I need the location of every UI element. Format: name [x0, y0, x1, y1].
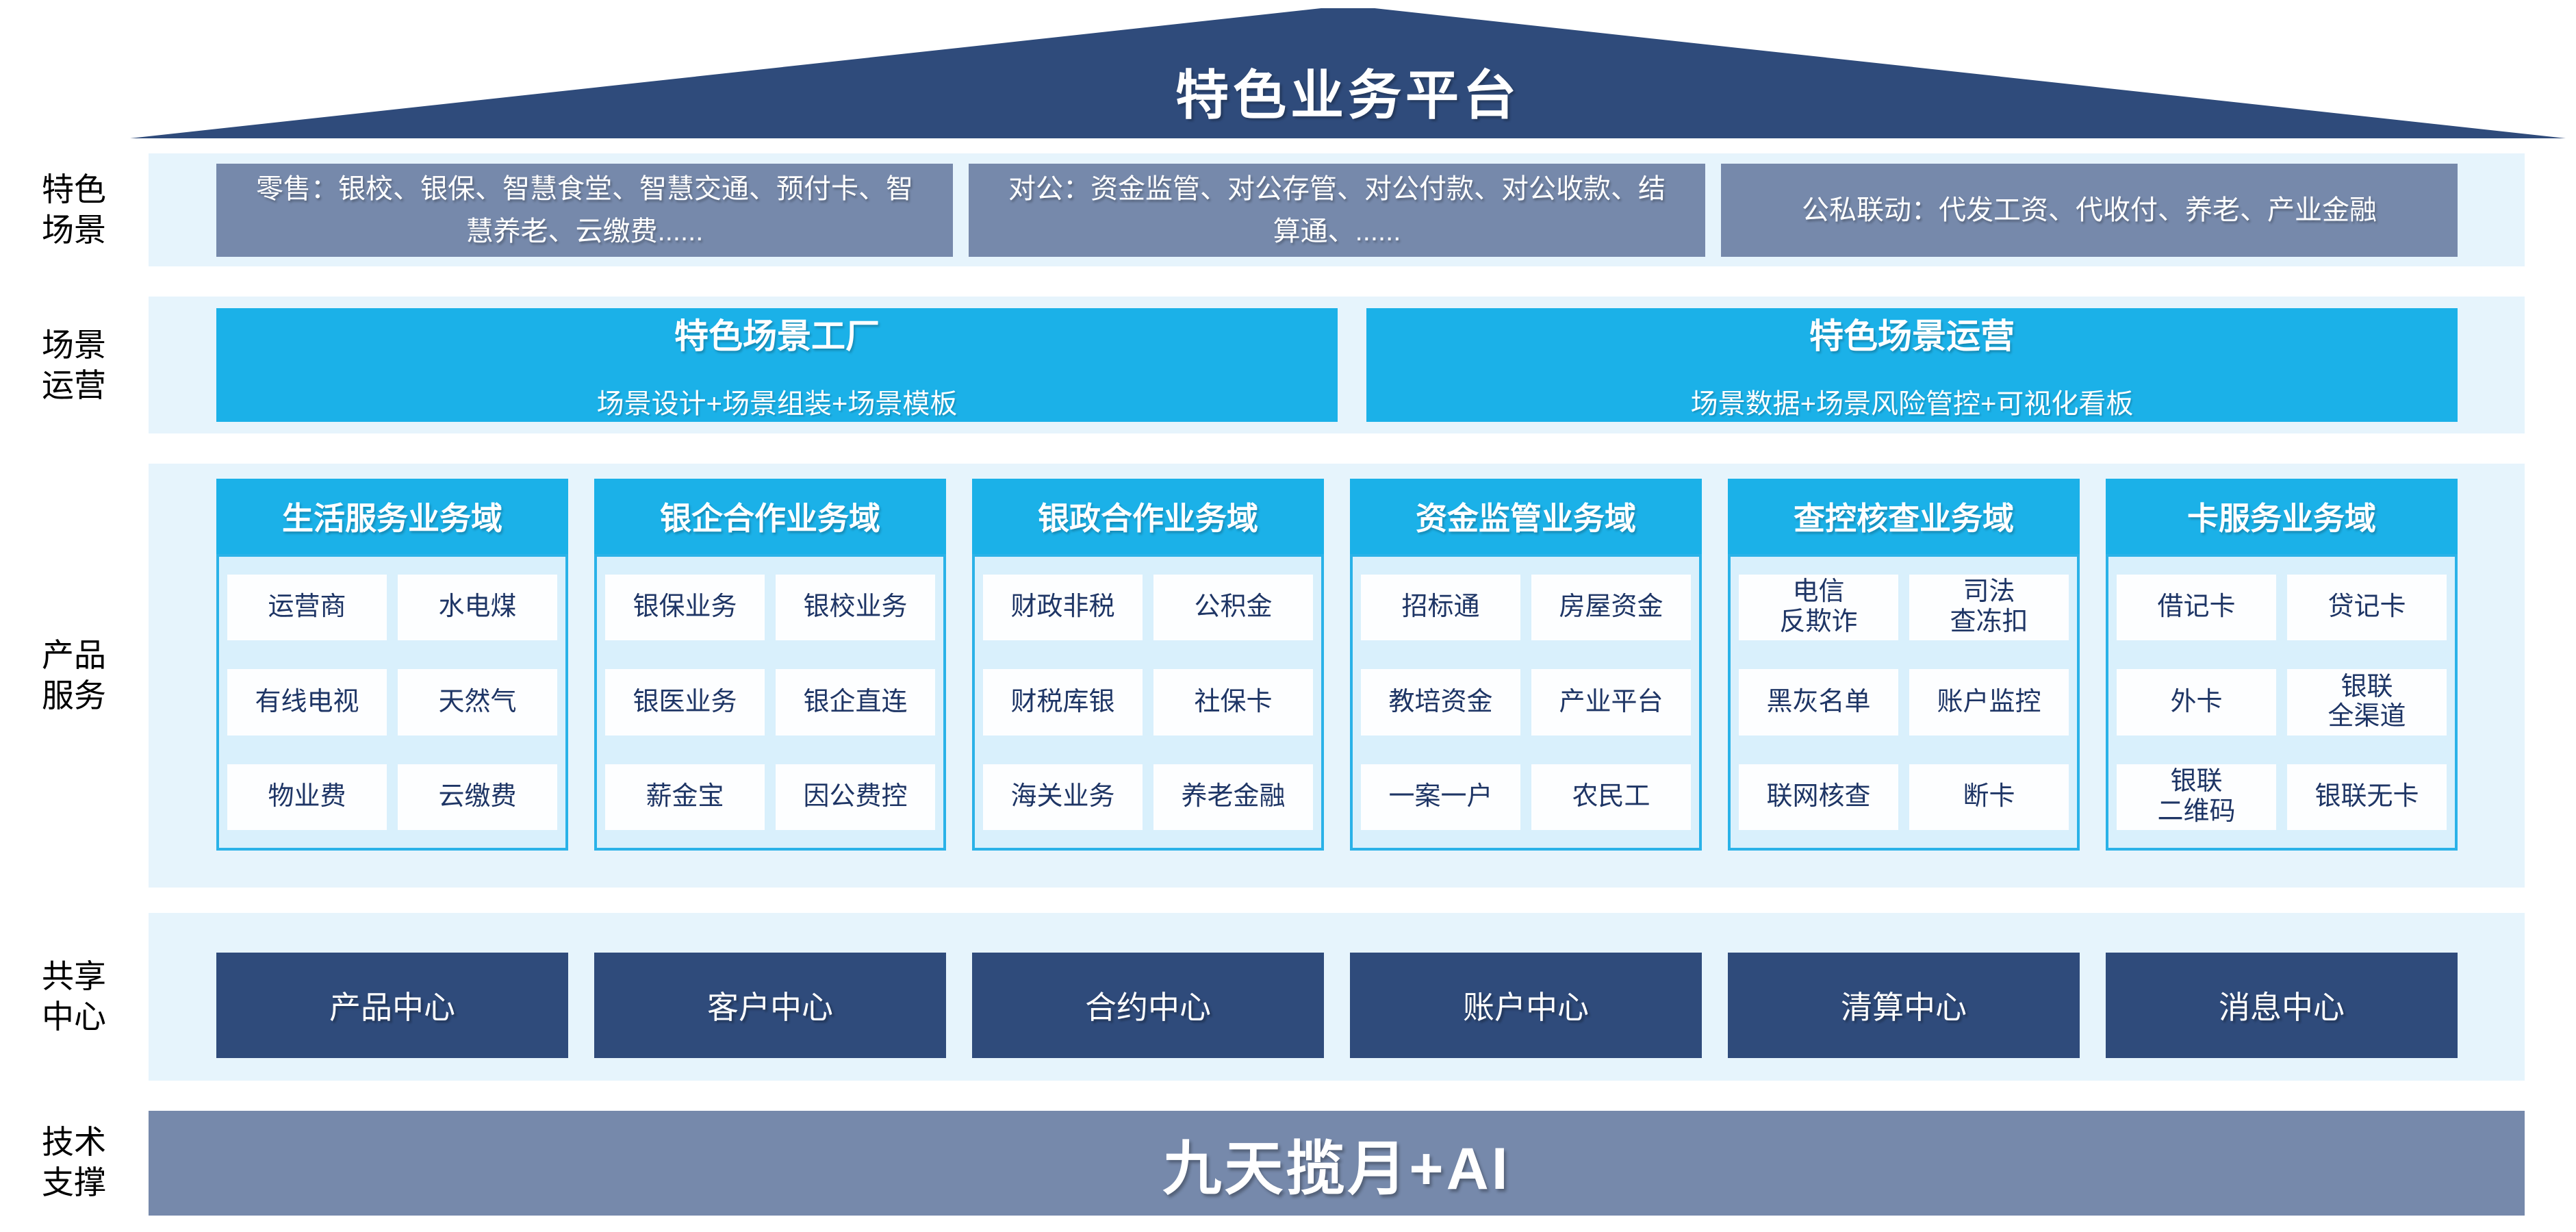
domain-cell: 产业平台 [1531, 669, 1691, 736]
domain-cell: 运营商 [227, 575, 387, 641]
row-label-ops: 场景 运营 [42, 327, 106, 404]
domain-header: 生活服务业务域 [216, 479, 568, 554]
domain-body: 运营商 水电煤 有线电视 天然气 物业费 云缴费 [216, 554, 568, 851]
domain-cell: 招标通 [1361, 575, 1520, 641]
scenario-box-corporate: 对公：资金监管、对公存管、对公付款、对公收款、结算通、...... [969, 164, 1705, 257]
domain-header: 银政合作业务域 [972, 479, 1324, 554]
row-label-tech: 技术 支撑 [42, 1124, 106, 1201]
tech-support-bar: 九天揽月+AI [149, 1111, 2525, 1216]
domain-body: 借记卡 贷记卡 外卡 银联 全渠道 银联 二维码 银联无卡 [2106, 554, 2458, 851]
domain-cell: 有线电视 [227, 669, 387, 736]
domain-cell: 电信 反欺诈 [1739, 575, 1898, 641]
domain-cell: 公积金 [1153, 575, 1313, 641]
domain-cell: 黑灰名单 [1739, 669, 1898, 736]
scenario-box-linked: 公私联动：代发工资、代收付、养老、产业金融 [1721, 164, 2458, 257]
domain-cell: 薪金宝 [605, 764, 765, 830]
row-label-products: 产品 服务 [42, 637, 106, 714]
platform-roof: 特色业务平台 [130, 8, 2566, 138]
scenes-row: 零售：银校、银保、智慧食堂、智慧交通、预付卡、智慧养老、云缴费...... 对公… [216, 164, 2458, 257]
domain-cell: 财税库银 [983, 669, 1143, 736]
domain-cell: 联网核查 [1739, 764, 1898, 830]
scenario-factory-title: 特色场景工厂 [674, 317, 880, 355]
scenario-box-retail: 零售：银校、银保、智慧食堂、智慧交通、预付卡、智慧养老、云缴费...... [216, 164, 953, 257]
domains-row: 生活服务业务域 运营商 水电煤 有线电视 天然气 物业费 云缴费 银企合作业务域… [216, 479, 2458, 851]
tech-support-title: 九天揽月+AI [1162, 1136, 1511, 1202]
domain-cell: 贷记卡 [2287, 575, 2447, 641]
domain-cell: 银企直连 [776, 669, 935, 736]
centers-band: 产品中心 客户中心 合约中心 账户中心 清算中心 消息中心 [149, 913, 2525, 1081]
domain-cell: 银医业务 [605, 669, 765, 736]
domain-cell: 借记卡 [2117, 575, 2276, 641]
center-box-account: 账户中心 [1350, 953, 1702, 1058]
domain-cell: 天然气 [398, 669, 557, 736]
domain-cell: 农民工 [1531, 764, 1691, 830]
center-box-message: 消息中心 [2106, 953, 2458, 1058]
domain-cell: 物业费 [227, 764, 387, 830]
domain-cell: 教培资金 [1361, 669, 1520, 736]
scenes-band: 零售：银校、银保、智慧食堂、智慧交通、预付卡、智慧养老、云缴费...... 对公… [149, 153, 2525, 266]
domain-cell: 水电煤 [398, 575, 557, 641]
centers-row: 产品中心 客户中心 合约中心 账户中心 清算中心 消息中心 [216, 953, 2458, 1058]
scenario-factory-box: 特色场景工厂 场景设计+场景组装+场景模板 [216, 308, 1338, 422]
domain-body: 财政非税 公积金 财税库银 社保卡 海关业务 养老金融 [972, 554, 1324, 851]
domain-cell: 账户监控 [1909, 669, 2069, 736]
domain-cell: 银校业务 [776, 575, 935, 641]
products-band: 生活服务业务域 运营商 水电煤 有线电视 天然气 物业费 云缴费 银企合作业务域… [149, 464, 2525, 888]
scenario-operation-title: 特色场景运营 [1809, 317, 2015, 355]
row-label-scenes: 特色 场景 [42, 171, 106, 249]
domain-column-bank-enterprise: 银企合作业务域 银保业务 银校业务 银医业务 银企直连 薪金宝 因公费控 [594, 479, 946, 851]
domain-header: 资金监管业务域 [1350, 479, 1702, 554]
domain-cell: 社保卡 [1153, 669, 1313, 736]
domain-column-inspection: 查控核查业务域 电信 反欺诈 司法 查冻扣 黑灰名单 账户监控 联网核查 断卡 [1728, 479, 2080, 851]
domain-cell: 云缴费 [398, 764, 557, 830]
center-box-contract: 合约中心 [972, 953, 1324, 1058]
domain-cell: 银联 全渠道 [2287, 669, 2447, 736]
center-box-product: 产品中心 [216, 953, 568, 1058]
platform-title: 特色业务平台 [1175, 65, 1520, 125]
domain-body: 银保业务 银校业务 银医业务 银企直连 薪金宝 因公费控 [594, 554, 946, 851]
scenario-operation-box: 特色场景运营 场景数据+场景风险管控+可视化看板 [1366, 308, 2458, 422]
ops-band: 特色场景工厂 场景设计+场景组装+场景模板 特色场景运营 场景数据+场景风险管控… [149, 297, 2525, 433]
domain-header: 查控核查业务域 [1728, 479, 2080, 554]
domain-column-bank-government: 银政合作业务域 财政非税 公积金 财税库银 社保卡 海关业务 养老金融 [972, 479, 1324, 851]
scenario-operation-subtitle: 场景数据+场景风险管控+可视化看板 [1690, 389, 2134, 419]
ops-row: 特色场景工厂 场景设计+场景组装+场景模板 特色场景运营 场景数据+场景风险管控… [216, 308, 2458, 422]
domain-header: 卡服务业务域 [2106, 479, 2458, 554]
domain-cell: 司法 查冻扣 [1909, 575, 2069, 641]
domain-column-fund-supervision: 资金监管业务域 招标通 房屋资金 教培资金 产业平台 一案一户 农民工 [1350, 479, 1702, 851]
row-label-centers: 共享 中心 [42, 958, 106, 1035]
domain-cell: 一案一户 [1361, 764, 1520, 830]
domain-cell: 银联无卡 [2287, 764, 2447, 830]
domain-cell: 海关业务 [983, 764, 1143, 830]
domain-body: 招标通 房屋资金 教培资金 产业平台 一案一户 农民工 [1350, 554, 1702, 851]
domain-column-card-services: 卡服务业务域 借记卡 贷记卡 外卡 银联 全渠道 银联 二维码 银联无卡 [2106, 479, 2458, 851]
domain-cell: 断卡 [1909, 764, 2069, 830]
domain-cell: 财政非税 [983, 575, 1143, 641]
domain-cell: 房屋资金 [1531, 575, 1691, 641]
domain-cell: 银保业务 [605, 575, 765, 641]
domain-column-life-services: 生活服务业务域 运营商 水电煤 有线电视 天然气 物业费 云缴费 [216, 479, 568, 851]
domain-cell: 因公费控 [776, 764, 935, 830]
domain-cell: 银联 二维码 [2117, 764, 2276, 830]
center-box-clearing: 清算中心 [1728, 953, 2080, 1058]
center-box-customer: 客户中心 [594, 953, 946, 1058]
domain-header: 银企合作业务域 [594, 479, 946, 554]
domain-cell: 外卡 [2117, 669, 2276, 736]
scenario-factory-subtitle: 场景设计+场景组装+场景模板 [596, 389, 958, 419]
domain-cell: 养老金融 [1153, 764, 1313, 830]
domain-body: 电信 反欺诈 司法 查冻扣 黑灰名单 账户监控 联网核查 断卡 [1728, 554, 2080, 851]
